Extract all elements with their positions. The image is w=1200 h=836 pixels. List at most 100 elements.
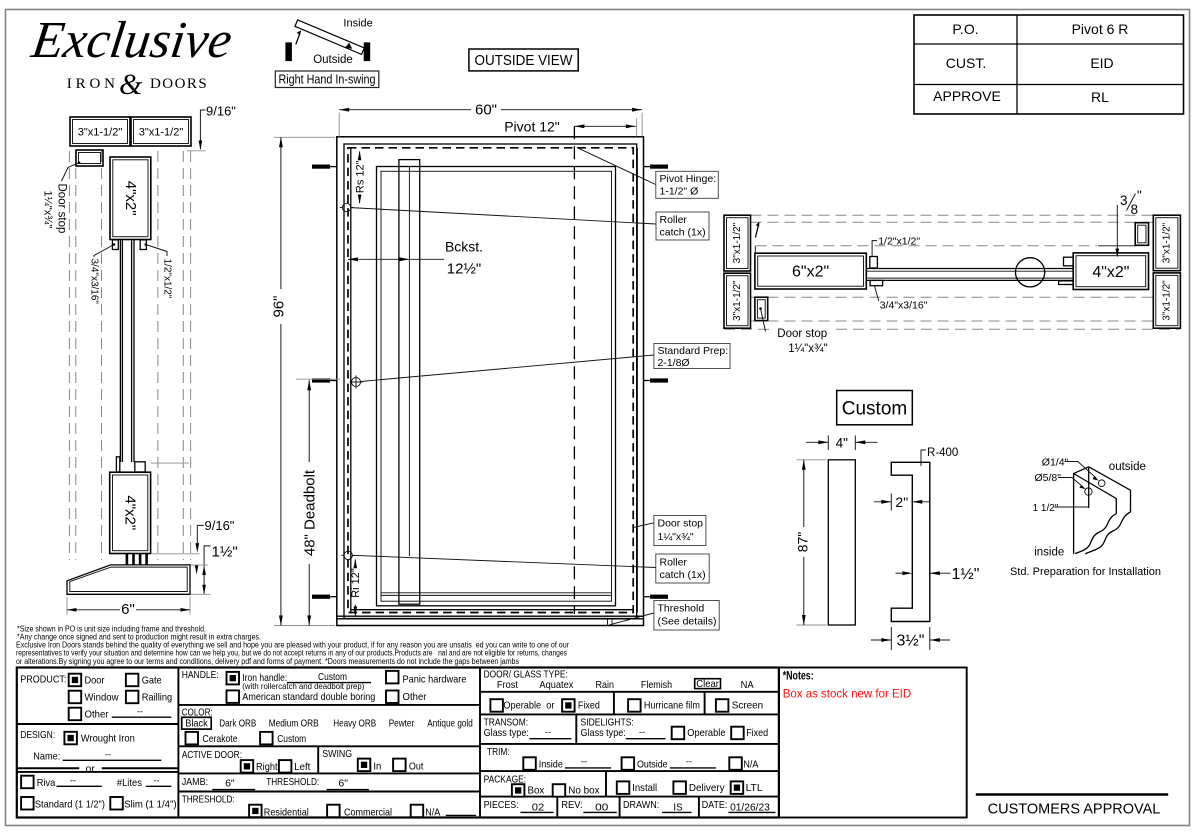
svg-text:8: 8 [1131, 202, 1139, 217]
svg-text:Std. Preparation for Installat: Std. Preparation for Installation [1010, 566, 1161, 578]
svg-text:ACTIVE DOOR:: ACTIVE DOOR: [182, 749, 242, 761]
svg-text:Pivot Hinge:: Pivot Hinge: [660, 173, 717, 185]
svg-text:Box: Box [528, 785, 545, 797]
svg-text:THRESHOLD:: THRESHOLD: [182, 794, 235, 806]
svg-text:Right: Right [256, 761, 278, 773]
svg-text:OUTSIDE VIEW: OUTSIDE VIEW [475, 52, 574, 69]
svg-text:1¼"x¾": 1¼"x¾" [788, 343, 828, 355]
svg-text:--: -- [545, 727, 551, 737]
svg-text:Rs 12": Rs 12" [354, 160, 366, 193]
svg-text:catch (1x): catch (1x) [660, 569, 706, 581]
svg-text:3"x1-1/2": 3"x1-1/2" [732, 222, 743, 263]
svg-text:Commercial: Commercial [344, 806, 392, 818]
svg-text:Ø5/8": Ø5/8" [1035, 472, 1062, 484]
svg-text:IRON: IRON [67, 76, 115, 92]
svg-text:DOOR/ GLASS TYPE:: DOOR/ GLASS TYPE: [484, 669, 568, 681]
svg-text:Exclusive: Exclusive [27, 11, 235, 69]
svg-text:Wrought Iron: Wrought Iron [81, 732, 135, 744]
svg-text:1-1/2" Ø: 1-1/2" Ø [660, 186, 699, 198]
svg-text:Aquatex: Aquatex [539, 679, 574, 691]
svg-text:PIECES:: PIECES: [484, 799, 519, 811]
svg-text:--: -- [137, 707, 143, 717]
svg-text:Glass type:: Glass type: [484, 727, 529, 739]
svg-text:Threshold: Threshold [658, 603, 705, 615]
svg-text:Right Hand In-swing: Right Hand In-swing [279, 71, 376, 86]
svg-text:4": 4" [836, 435, 849, 450]
svg-text:LTL: LTL [746, 782, 763, 794]
svg-text:COLOR:: COLOR: [182, 706, 213, 718]
svg-text:3"x1-1/2": 3"x1-1/2" [1161, 222, 1172, 263]
svg-text:SWING: SWING [322, 748, 352, 760]
svg-text:outside: outside [1109, 461, 1146, 473]
svg-text:Delivery: Delivery [689, 782, 725, 794]
svg-text:Inside: Inside [539, 758, 563, 770]
svg-text:6": 6" [338, 777, 348, 789]
svg-text:Frost: Frost [497, 679, 518, 691]
svg-text:American standard double borin: American standard double boring [242, 691, 375, 703]
svg-text:HANDLE:: HANDLE: [182, 669, 219, 681]
svg-text:THRESHOLD:: THRESHOLD: [266, 776, 319, 788]
svg-text:48" Deadbolt: 48" Deadbolt [301, 469, 318, 556]
svg-text:TRANSOM:: TRANSOM: [484, 717, 528, 729]
svg-text:--: -- [581, 757, 587, 767]
svg-text:APPROVE: APPROVE [933, 88, 1001, 104]
svg-text:Screen: Screen [732, 700, 764, 712]
svg-text:Standard (1 1/2"): Standard (1 1/2") [35, 799, 105, 811]
svg-text:1½": 1½" [952, 566, 980, 583]
svg-text:3½": 3½" [897, 633, 925, 650]
svg-text:3"x1-1/2": 3"x1-1/2" [139, 127, 184, 139]
svg-text:or: or [86, 763, 96, 775]
svg-text:4"x2": 4"x2" [122, 181, 139, 216]
svg-text:DESIGN:: DESIGN: [20, 729, 55, 741]
svg-text:00: 00 [595, 802, 608, 814]
svg-text:Install: Install [632, 782, 657, 794]
svg-text:P.O.: P.O. [952, 21, 978, 37]
svg-text:Outside: Outside [637, 758, 668, 770]
svg-text:#Lites: #Lites [117, 777, 142, 789]
svg-text:Custom: Custom [318, 671, 347, 683]
svg-text:Residential: Residential [264, 806, 309, 818]
svg-text:1/2"x1/2": 1/2"x1/2" [878, 236, 920, 248]
svg-text:9/16": 9/16" [205, 518, 235, 533]
svg-text:Heavy ORB: Heavy ORB [333, 718, 376, 730]
svg-text:CUST.: CUST. [946, 55, 986, 71]
svg-text:PRODUCT:: PRODUCT: [20, 673, 66, 685]
svg-text:*Notes:: *Notes: [783, 671, 814, 683]
svg-text:3/4"x3/16": 3/4"x3/16" [89, 259, 100, 305]
svg-text:3"x1-1/2": 3"x1-1/2" [1161, 280, 1172, 321]
svg-text:Hurricane film: Hurricane film [644, 700, 700, 712]
svg-text:1¼"x¾": 1¼"x¾" [658, 531, 694, 543]
svg-text:12½": 12½" [447, 261, 482, 278]
svg-text:&: & [119, 68, 143, 101]
svg-text:RL: RL [1091, 89, 1109, 105]
svg-text:Fixed: Fixed [578, 700, 600, 712]
svg-text:Dark ORB: Dark ORB [219, 718, 256, 730]
svg-text:Iron handle:: Iron handle: [242, 672, 287, 684]
svg-text:IS: IS [673, 802, 682, 814]
svg-text:Left: Left [294, 761, 310, 773]
svg-text:60": 60" [475, 102, 497, 119]
svg-text:Ri 12": Ri 12" [350, 568, 362, 598]
svg-text:or alterations.By signing you: or alterations.By signing you agree to o… [16, 657, 519, 666]
svg-text:3/4"x3/16": 3/4"x3/16" [880, 300, 928, 312]
svg-text:1¼"x¾": 1¼"x¾" [42, 191, 54, 229]
svg-text:N/A: N/A [425, 806, 440, 818]
svg-text:DRAWN:: DRAWN: [623, 799, 659, 811]
svg-text:Flemish: Flemish [641, 679, 672, 691]
svg-text:3"x1-1/2": 3"x1-1/2" [732, 280, 743, 321]
svg-text:--: -- [70, 775, 76, 785]
svg-text:Black: Black [185, 718, 208, 730]
svg-text:Door: Door [85, 674, 105, 686]
svg-text:inside: inside [1034, 546, 1064, 558]
svg-text:Operable: Operable [687, 727, 725, 739]
svg-text:Door stop: Door stop [777, 328, 827, 340]
svg-text:--: -- [686, 757, 692, 767]
svg-text:Name:: Name: [33, 751, 60, 763]
svg-text:TRIM:: TRIM: [487, 746, 510, 758]
svg-text:*Size shown in PO is unit size: *Size shown in PO is unit size including… [17, 624, 206, 633]
svg-text:Out: Out [409, 760, 424, 772]
svg-text:Custom: Custom [277, 733, 306, 745]
svg-text:Rain: Rain [596, 679, 615, 691]
svg-text:Railling: Railling [142, 691, 173, 703]
svg-text:2": 2" [895, 494, 908, 510]
